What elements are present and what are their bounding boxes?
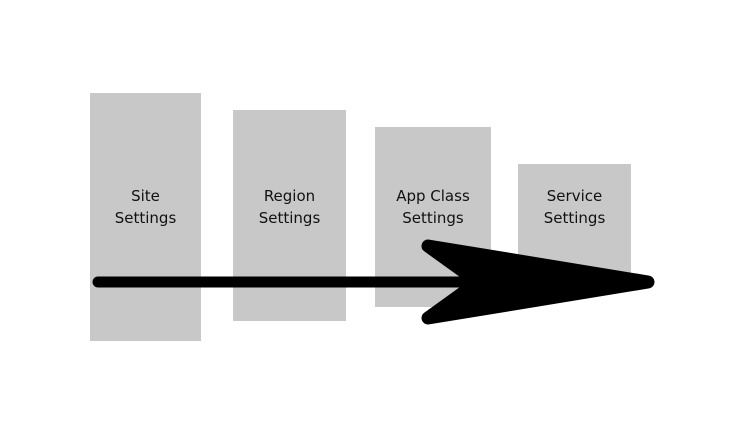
box-label: Region Settings [259, 185, 321, 229]
box-region-settings: Region Settings [233, 110, 346, 321]
box-label-line: Site [131, 187, 160, 205]
box-service-settings: Service Settings [518, 164, 631, 287]
box-app-class-settings: App Class Settings [375, 127, 491, 307]
box-label: Service Settings [544, 185, 606, 229]
box-label-line: App Class [396, 187, 470, 205]
box-label-line: Region [263, 187, 316, 205]
box-label-line: Settings [114, 209, 177, 227]
box-label: Site Settings [115, 185, 177, 229]
box-label-line: Service [546, 187, 603, 205]
box-label-line: Settings [258, 209, 321, 227]
box-label-line: Settings [402, 209, 464, 227]
box-label-line: Settings [543, 209, 606, 227]
box-site-settings: Site Settings [90, 93, 201, 341]
box-label: App Class Settings [396, 185, 470, 229]
